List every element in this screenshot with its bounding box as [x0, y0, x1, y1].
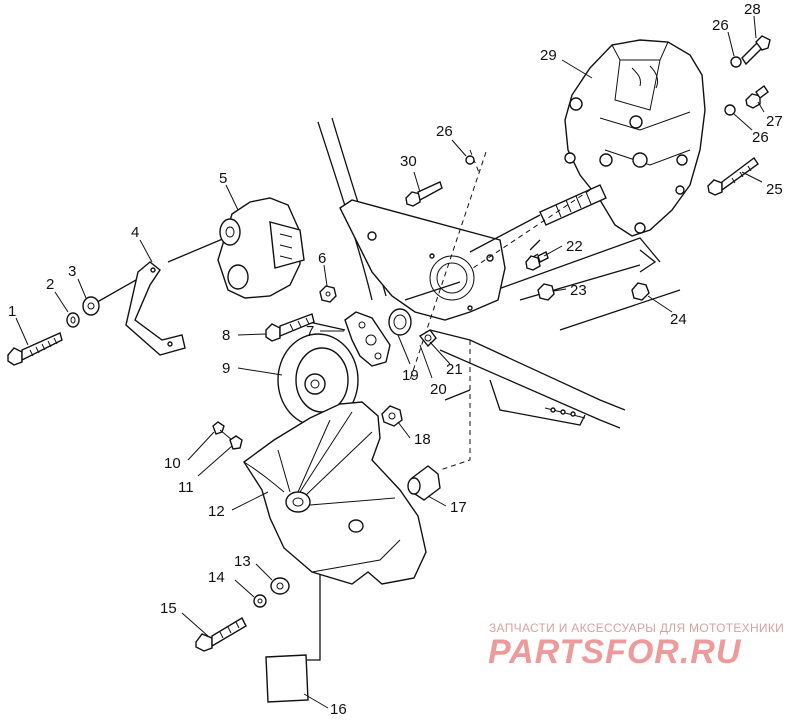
callout-12: 12 — [208, 503, 225, 520]
callout-20: 20 — [430, 381, 447, 398]
watermark-logo: PARTSFOR.RU — [488, 633, 742, 671]
part-21-bushing — [418, 329, 437, 348]
callout-26-right: 26 — [752, 129, 769, 146]
part-15-bolt — [195, 617, 247, 652]
callout-19: 19 — [402, 367, 419, 384]
gearbox-case — [469, 39, 706, 253]
callout-13: 13 — [234, 553, 251, 570]
part-13-washer — [270, 577, 290, 595]
callout-1: 1 — [8, 303, 16, 320]
part-16-decal — [265, 654, 309, 703]
part-9-pulley — [277, 333, 359, 427]
part-26-washers — [465, 56, 742, 165]
part-3-washer — [82, 296, 100, 316]
callout-26-top: 26 — [712, 17, 729, 34]
callout-18: 18 — [414, 431, 431, 448]
part-2-lockwasher — [66, 312, 80, 328]
part-24-nut — [631, 282, 650, 301]
callout-17: 17 — [450, 499, 467, 516]
part-6-nut — [319, 285, 337, 303]
callout-labels: 1 2 3 4 5 6 7 8 9 10 11 12 13 14 15 16 1… — [8, 1, 783, 718]
callout-6: 6 — [318, 250, 326, 267]
callout-21: 21 — [446, 361, 463, 378]
part-19-seal — [388, 308, 412, 336]
callout-11: 11 — [178, 479, 194, 496]
callout-10: 10 — [164, 455, 181, 472]
part-25-bolt — [707, 156, 759, 196]
callout-27: 27 — [766, 113, 783, 130]
callout-7: 7 — [306, 323, 314, 340]
part-1-bolt — [7, 332, 63, 366]
part-28-bolt — [741, 35, 771, 66]
part-17-spacer — [407, 465, 441, 501]
callout-15: 15 — [160, 600, 177, 617]
part-22-bolt — [525, 251, 549, 271]
part-11-nut — [229, 435, 243, 450]
callout-5: 5 — [219, 170, 227, 187]
part-18-nut — [381, 405, 403, 427]
callout-14: 14 — [208, 569, 225, 586]
callout-28: 28 — [744, 1, 761, 18]
part-4-bracket — [125, 261, 186, 356]
part-5-housing — [217, 197, 305, 299]
callout-8: 8 — [222, 327, 230, 344]
part-14-lockwasher — [253, 594, 267, 608]
callout-23: 23 — [570, 282, 587, 299]
part-27-bolt — [745, 84, 769, 109]
callout-16: 16 — [330, 701, 347, 716]
callout-leaders — [15, 15, 765, 709]
callout-24: 24 — [670, 311, 687, 328]
callout-3: 3 — [68, 263, 76, 280]
part-12-cover — [243, 401, 427, 585]
watermark-tagline: ЗАПЧАСТИ И АКСЕССУАРЫ ДЛЯ МОТОТЕХНИКИ — [489, 621, 785, 635]
callout-26-center: 26 — [436, 123, 453, 140]
part-7-plate — [344, 311, 391, 367]
callout-25: 25 — [766, 181, 783, 198]
callout-4: 4 — [131, 224, 139, 241]
callout-2: 2 — [46, 276, 54, 293]
callout-22: 22 — [566, 238, 583, 255]
callout-29: 29 — [540, 47, 557, 64]
part-10-screw — [212, 421, 233, 441]
part-23-nut — [537, 283, 555, 301]
mounting-plate — [339, 199, 506, 321]
part-30-bolt — [405, 181, 443, 207]
part-8-bolt — [265, 313, 315, 342]
callout-30: 30 — [400, 153, 417, 170]
callout-9: 9 — [222, 360, 230, 377]
